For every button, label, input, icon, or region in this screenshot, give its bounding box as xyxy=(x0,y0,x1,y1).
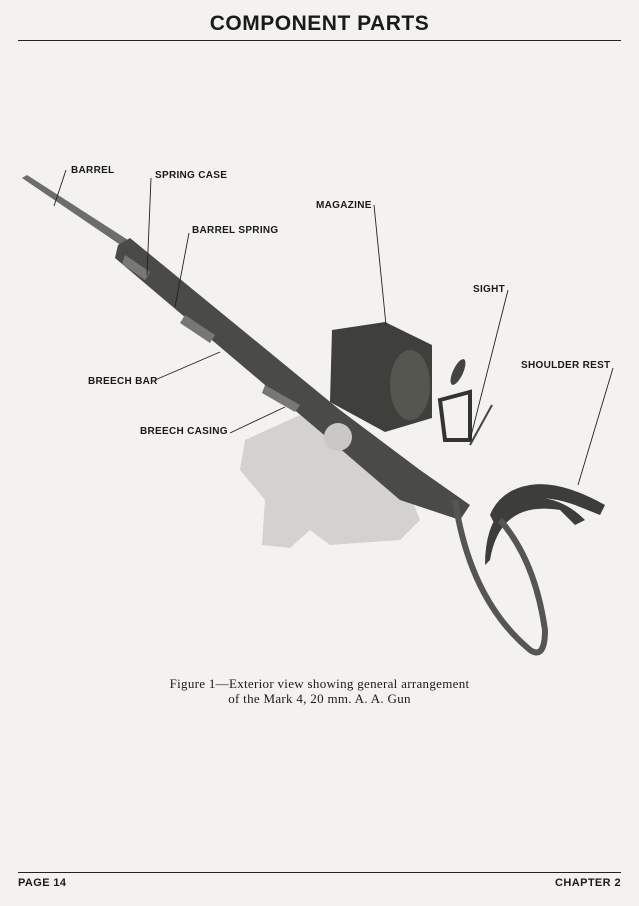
chapter-label: CHAPTER 2 xyxy=(555,877,621,889)
page-title: COMPONENT PARTS xyxy=(209,12,430,35)
page-number: PAGE 14 xyxy=(18,877,67,889)
label-magazine: MAGAZINE xyxy=(316,200,372,211)
label-barrel: BARREL xyxy=(71,165,115,176)
label-spring-case: SPRING CASE xyxy=(155,170,228,181)
strap xyxy=(452,499,549,656)
label-breech-bar: BREECH BAR xyxy=(88,376,158,387)
footer-rule xyxy=(18,872,621,873)
header-rule xyxy=(18,40,621,41)
label-breech-casing: BREECH CASING xyxy=(140,426,228,437)
caption-line-2: of the Mark 4, 20 mm. A. A. Gun xyxy=(228,691,411,706)
receiver xyxy=(115,238,470,520)
barrel xyxy=(22,175,128,246)
label-shoulder-rest: SHOULDER REST xyxy=(521,360,611,371)
leader-lines xyxy=(53,169,614,486)
label-sight: SIGHT xyxy=(473,284,506,295)
sight xyxy=(437,389,472,442)
caption-line-1: Figure 1—Exterior view showing general a… xyxy=(169,676,470,691)
shoulder-rest xyxy=(490,484,605,525)
label-barrel-spring: BARREL SPRING xyxy=(192,225,279,236)
figure-caption: Figure 1—Exterior view showing general a… xyxy=(0,676,639,706)
mount xyxy=(240,415,420,548)
